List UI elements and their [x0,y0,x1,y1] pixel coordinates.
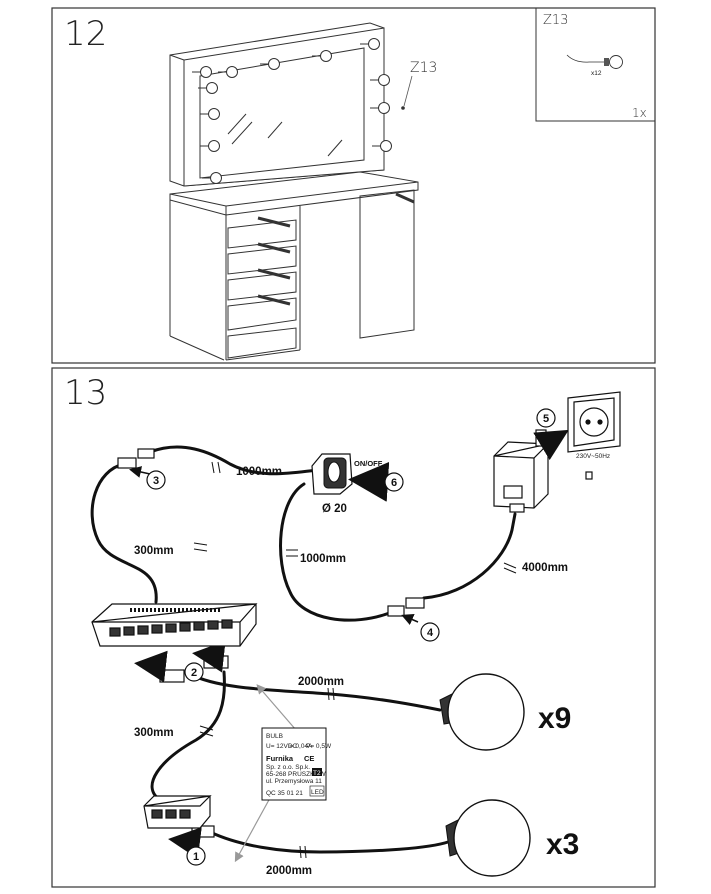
product-label: BULB U= 12VDC I= 0,04A P= 0,5W Furnika C… [261,727,332,801]
distribution-port [165,809,177,819]
bulb-top: x9 [439,673,571,751]
switch-diameter-label: Ø 20 [322,503,347,515]
step-13-number: 13 [64,373,107,413]
step-circles: 1 2 3 4 5 6 [146,408,556,866]
distribution-box-small [143,795,212,829]
cable-length-1000-mid: 1000mm [300,553,346,565]
step-12-number: 12 [64,14,107,54]
label-t2: T2 [313,770,321,777]
step-circle-5: 5 [536,408,556,428]
connector-4 [387,597,425,626]
label-spec-p: P= 0,5W [306,743,332,750]
mirror-bulb [192,66,212,78]
distribution-port [123,626,135,636]
mirror-bulb [260,58,280,70]
cable-length-2000-bottom: 2000mm [266,865,312,877]
inset-qty: x12 [591,70,602,77]
step-circle-label: 5 [543,413,549,425]
distribution-port [193,621,205,631]
label-spec-i: I= 0,04A [288,743,313,750]
mirror-bulb [372,140,392,152]
cables [90,445,517,854]
distribution-port [151,809,163,819]
adapter-spec-label: 230V~50Hz [576,453,610,460]
step-circle-label: 4 [427,627,434,639]
mirror-bulb [200,108,220,120]
distribution-port [179,809,191,819]
switch-on-off-label: ON/OFF [354,459,383,468]
part-inset-z13: Z13 x12 1x [535,7,656,122]
label-pointers [234,684,297,863]
mirror-bulb [198,82,218,94]
cable-length-300-upper: 300mm [134,545,174,557]
distribution-port [221,619,233,629]
bulb-bottom: x3 [445,799,579,877]
step-circle-3: 3 [146,470,166,490]
cable-length-300-lower: 300mm [134,727,174,739]
mirror-bulb [312,50,332,62]
label-led: LED [311,789,324,796]
step-circle-1: 1 [186,846,206,866]
part-callout-z13: Z13 [401,60,437,110]
label-address-2: 65-268 PRUSZKÓW [266,769,326,778]
distribution-box-large [91,603,258,647]
power-adapter [493,429,569,513]
mirror-bulb [202,172,222,184]
connector-1 [168,825,215,859]
mirror-bulb [218,66,238,78]
step-circle-label: 3 [153,475,159,487]
label-code: QC 35 01 21 [266,790,303,797]
distribution-port [179,622,191,632]
step-circle-2: 2 [184,662,204,682]
step-12-panel [51,7,656,364]
step-circle-4: 4 [420,622,440,642]
step-circle-label: 1 [193,851,199,863]
connector-3 [117,448,155,478]
inset-count: 1x [632,106,647,120]
inset-part-code: Z13 [543,13,568,28]
step-circle-label: 6 [391,477,397,489]
part-code-label: Z13 [410,60,437,76]
distribution-port [207,620,219,630]
distribution-port [109,627,121,637]
mirror-bulb [360,38,380,50]
cable-length-4000: 4000mm [522,562,568,574]
cable-length-1000-top: 1000mm [236,466,282,478]
bulb-multiplier-bottom: x3 [546,828,579,861]
cable-length-markers [193,461,517,859]
label-title: BULB [266,733,283,740]
step-13-panel [51,367,656,888]
step-circle-6: 6 [384,472,404,492]
label-spec-u: U= 12VDC [266,743,298,750]
switch[interactable]: ON/OFF Ø 20 [311,453,391,515]
cable-length-2000-top: 2000mm [298,676,344,688]
wall-outlet: 230V~50Hz [567,391,621,480]
distribution-port [137,625,149,635]
label-address-1: Sp. z o.o. Sp.k. [266,764,310,771]
mirror-bulb [200,140,220,152]
label-address-3: ul. Przemysłowa 11 [266,778,322,785]
label-ce: CE [304,754,314,763]
connector-2 [134,640,229,683]
mirror-bulb [370,74,390,86]
mirror-bulb [370,102,390,114]
label-brand: Furnika [266,754,294,763]
mirror-bulbs [192,38,392,184]
distribution-port [165,623,177,633]
bulb-multiplier-top: x9 [538,702,571,735]
distribution-port [151,624,163,634]
step-circle-label: 2 [191,667,197,679]
